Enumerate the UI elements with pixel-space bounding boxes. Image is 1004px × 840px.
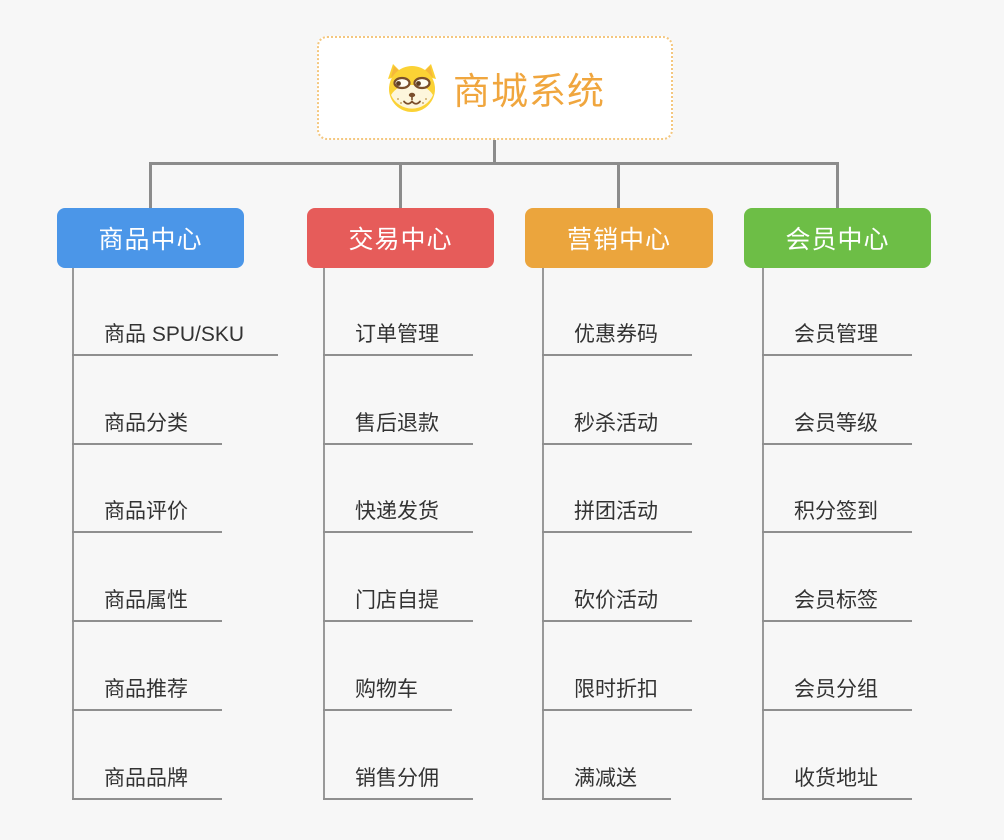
branch-header-label: 会员中心 bbox=[785, 226, 890, 254]
topic-flash-sale[interactable]: 秒杀活动 bbox=[542, 410, 692, 445]
topic-product-review[interactable]: 商品评价 bbox=[72, 498, 222, 533]
topic-points-checkin[interactable]: 积分签到 bbox=[762, 498, 912, 533]
topic-product-category[interactable]: 商品分类 bbox=[72, 410, 222, 445]
connector-drop-product-center bbox=[149, 164, 152, 208]
topic-express-delivery[interactable]: 快递发货 bbox=[323, 498, 473, 533]
branch-header-label: 营销中心 bbox=[566, 226, 671, 254]
branch-trunk-line bbox=[72, 268, 74, 800]
connector-horizontal bbox=[149, 162, 839, 165]
topic-sales-commission[interactable]: 销售分佣 bbox=[323, 765, 473, 800]
branch-column-member-center: 会员管理 会员等级 积分签到 会员标签 会员分组 收货地址 bbox=[762, 268, 1004, 813]
root-title: 商城系统 bbox=[453, 71, 605, 112]
branch-header-label: 交易中心 bbox=[348, 226, 453, 254]
topic-store-pickup[interactable]: 门店自提 bbox=[323, 587, 473, 622]
branch-header-trade-center[interactable]: 交易中心 bbox=[307, 208, 494, 268]
topic-limited-time-discount[interactable]: 限时折扣 bbox=[542, 676, 692, 711]
branch-trunk-line bbox=[542, 268, 544, 800]
branch-header-product-center[interactable]: 商品中心 bbox=[57, 208, 244, 268]
topic-product-recommend[interactable]: 商品推荐 bbox=[72, 676, 222, 711]
topic-coupon-code[interactable]: 优惠券码 bbox=[542, 321, 692, 356]
topic-member-level[interactable]: 会员等级 bbox=[762, 410, 912, 445]
topic-bargain-activity[interactable]: 砍价活动 bbox=[542, 587, 692, 622]
branch-header-marketing-center[interactable]: 营销中心 bbox=[525, 208, 713, 268]
branch-column-marketing-center: 优惠券码 秒杀活动 拼团活动 砍价活动 限时折扣 满减送 bbox=[542, 268, 794, 813]
topic-shipping-address[interactable]: 收货地址 bbox=[762, 765, 912, 800]
connector-root-drop bbox=[493, 140, 496, 163]
branch-column-trade-center: 订单管理 售后退款 快递发货 门店自提 购物车 销售分佣 bbox=[323, 268, 575, 813]
topic-full-reduction[interactable]: 满减送 bbox=[542, 765, 671, 800]
topic-member-tag[interactable]: 会员标签 bbox=[762, 587, 912, 622]
branch-column-product-center: 商品 SPU/SKU 商品分类 商品评价 商品属性 商品推荐 商品品牌 bbox=[72, 268, 324, 813]
branch-trunk-line bbox=[762, 268, 764, 800]
shiba-dog-icon bbox=[388, 64, 436, 112]
topic-product-spu-sku[interactable]: 商品 SPU/SKU bbox=[72, 321, 279, 356]
branch-header-label: 商品中心 bbox=[98, 226, 203, 254]
connector-drop-trade-center bbox=[399, 164, 402, 208]
branch-header-member-center[interactable]: 会员中心 bbox=[744, 208, 931, 268]
branch-trunk-line bbox=[323, 268, 325, 800]
root-node[interactable]: 商城系统 bbox=[317, 36, 673, 140]
topic-product-attribute[interactable]: 商品属性 bbox=[72, 587, 222, 622]
connector-drop-member-center bbox=[836, 164, 839, 208]
topic-product-brand[interactable]: 商品品牌 bbox=[72, 765, 222, 800]
topic-member-group[interactable]: 会员分组 bbox=[762, 676, 912, 711]
topic-group-buy[interactable]: 拼团活动 bbox=[542, 498, 692, 533]
topic-member-management[interactable]: 会员管理 bbox=[762, 321, 912, 356]
topic-order-management[interactable]: 订单管理 bbox=[323, 321, 473, 356]
connector-drop-marketing-center bbox=[617, 164, 620, 208]
topic-after-sales-refund[interactable]: 售后退款 bbox=[323, 410, 473, 445]
topic-shopping-cart[interactable]: 购物车 bbox=[323, 676, 452, 711]
